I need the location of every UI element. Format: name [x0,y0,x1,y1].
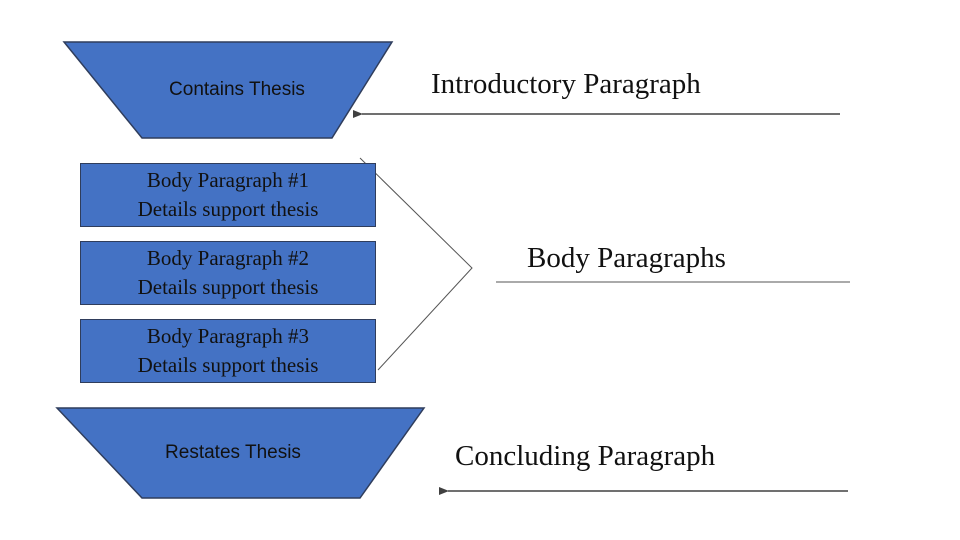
body-brace [359,157,473,371]
body-paragraph-detail: Details support thesis [137,353,319,377]
body-paragraph-box-2: Body Paragraph #2 Details support thesis [80,241,376,305]
intro-trapezoid [62,41,394,139]
conclusion-shape-text: Restates Thesis [165,442,301,463]
body-paragraph-title: Body Paragraph #3 [146,324,310,348]
body-paragraph-title: Body Paragraph #2 [146,246,310,270]
body-paragraph-box-3: Body Paragraph #3 Details support thesis [80,319,376,383]
intro-label: Introductory Paragraph [431,68,701,100]
conclusion-trapezoid [55,407,426,499]
intro-shape-text: Contains Thesis [169,79,305,100]
body-paragraph-title: Body Paragraph #1 [146,168,310,192]
body-label: Body Paragraphs [527,242,726,274]
body-paragraph-box-1: Body Paragraph #1 Details support thesis [80,163,376,227]
conclusion-label: Concluding Paragraph [455,440,716,472]
body-paragraph-detail: Details support thesis [137,275,319,299]
body-paragraph-detail: Details support thesis [137,197,319,221]
